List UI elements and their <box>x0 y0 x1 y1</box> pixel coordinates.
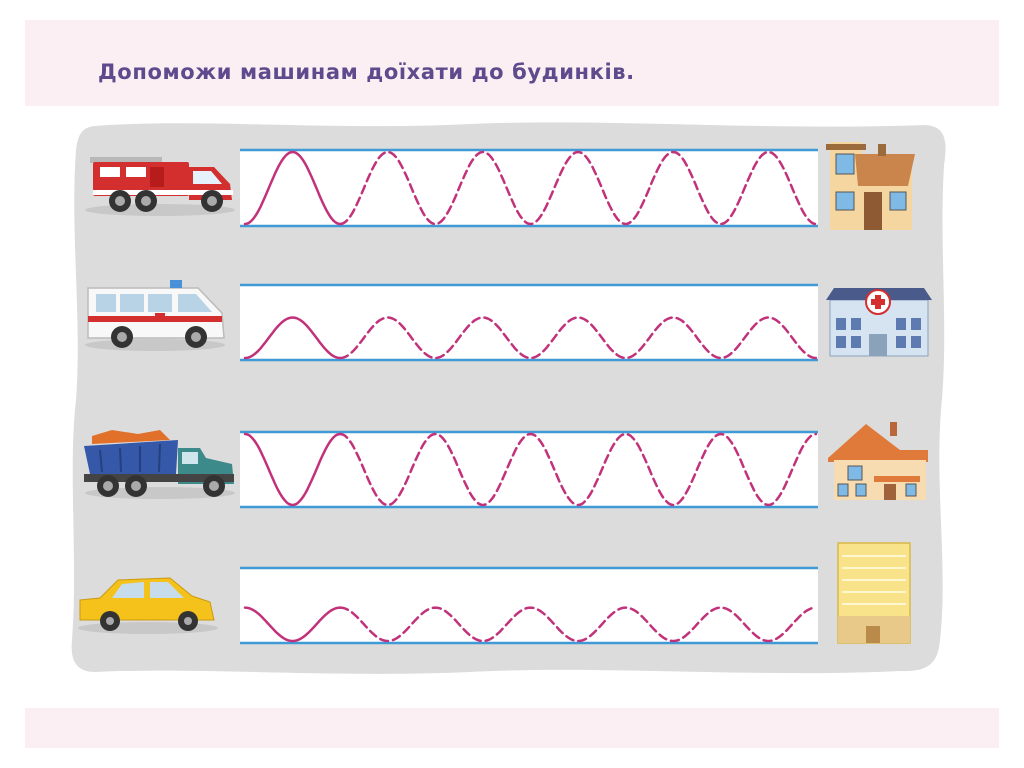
track-3-solid-wave[interactable] <box>243 432 342 507</box>
track-4-dashed-wave[interactable] <box>338 606 818 643</box>
dump-truck-icon <box>84 430 235 499</box>
two-storey-house-icon <box>826 142 915 230</box>
ambulance-icon <box>85 280 225 351</box>
track-2 <box>240 285 818 360</box>
track-3 <box>240 432 818 507</box>
row-3 <box>84 422 928 509</box>
track-4 <box>240 568 818 643</box>
hospital-icon <box>826 288 932 357</box>
footer-band <box>25 708 999 748</box>
taxi-car-icon <box>78 577 218 634</box>
track-2-dashed-wave[interactable] <box>338 316 818 360</box>
track-4-solid-wave[interactable] <box>243 606 342 643</box>
page-title: Допоможи машинам доїхати до будинків. <box>98 60 635 84</box>
track-1 <box>240 150 818 226</box>
row-2 <box>85 280 932 362</box>
track-1-solid-wave[interactable] <box>243 150 342 226</box>
apartment-tower-icon <box>837 542 911 644</box>
row-4 <box>78 542 911 645</box>
track-1-dashed-wave[interactable] <box>338 150 818 226</box>
header-band <box>25 20 999 106</box>
cottage-icon <box>828 422 928 500</box>
row-1 <box>85 142 915 230</box>
track-3-dashed-wave[interactable] <box>338 432 818 507</box>
track-2-solid-wave[interactable] <box>243 316 342 360</box>
board-background <box>71 122 946 674</box>
fire-truck-icon <box>85 157 235 216</box>
